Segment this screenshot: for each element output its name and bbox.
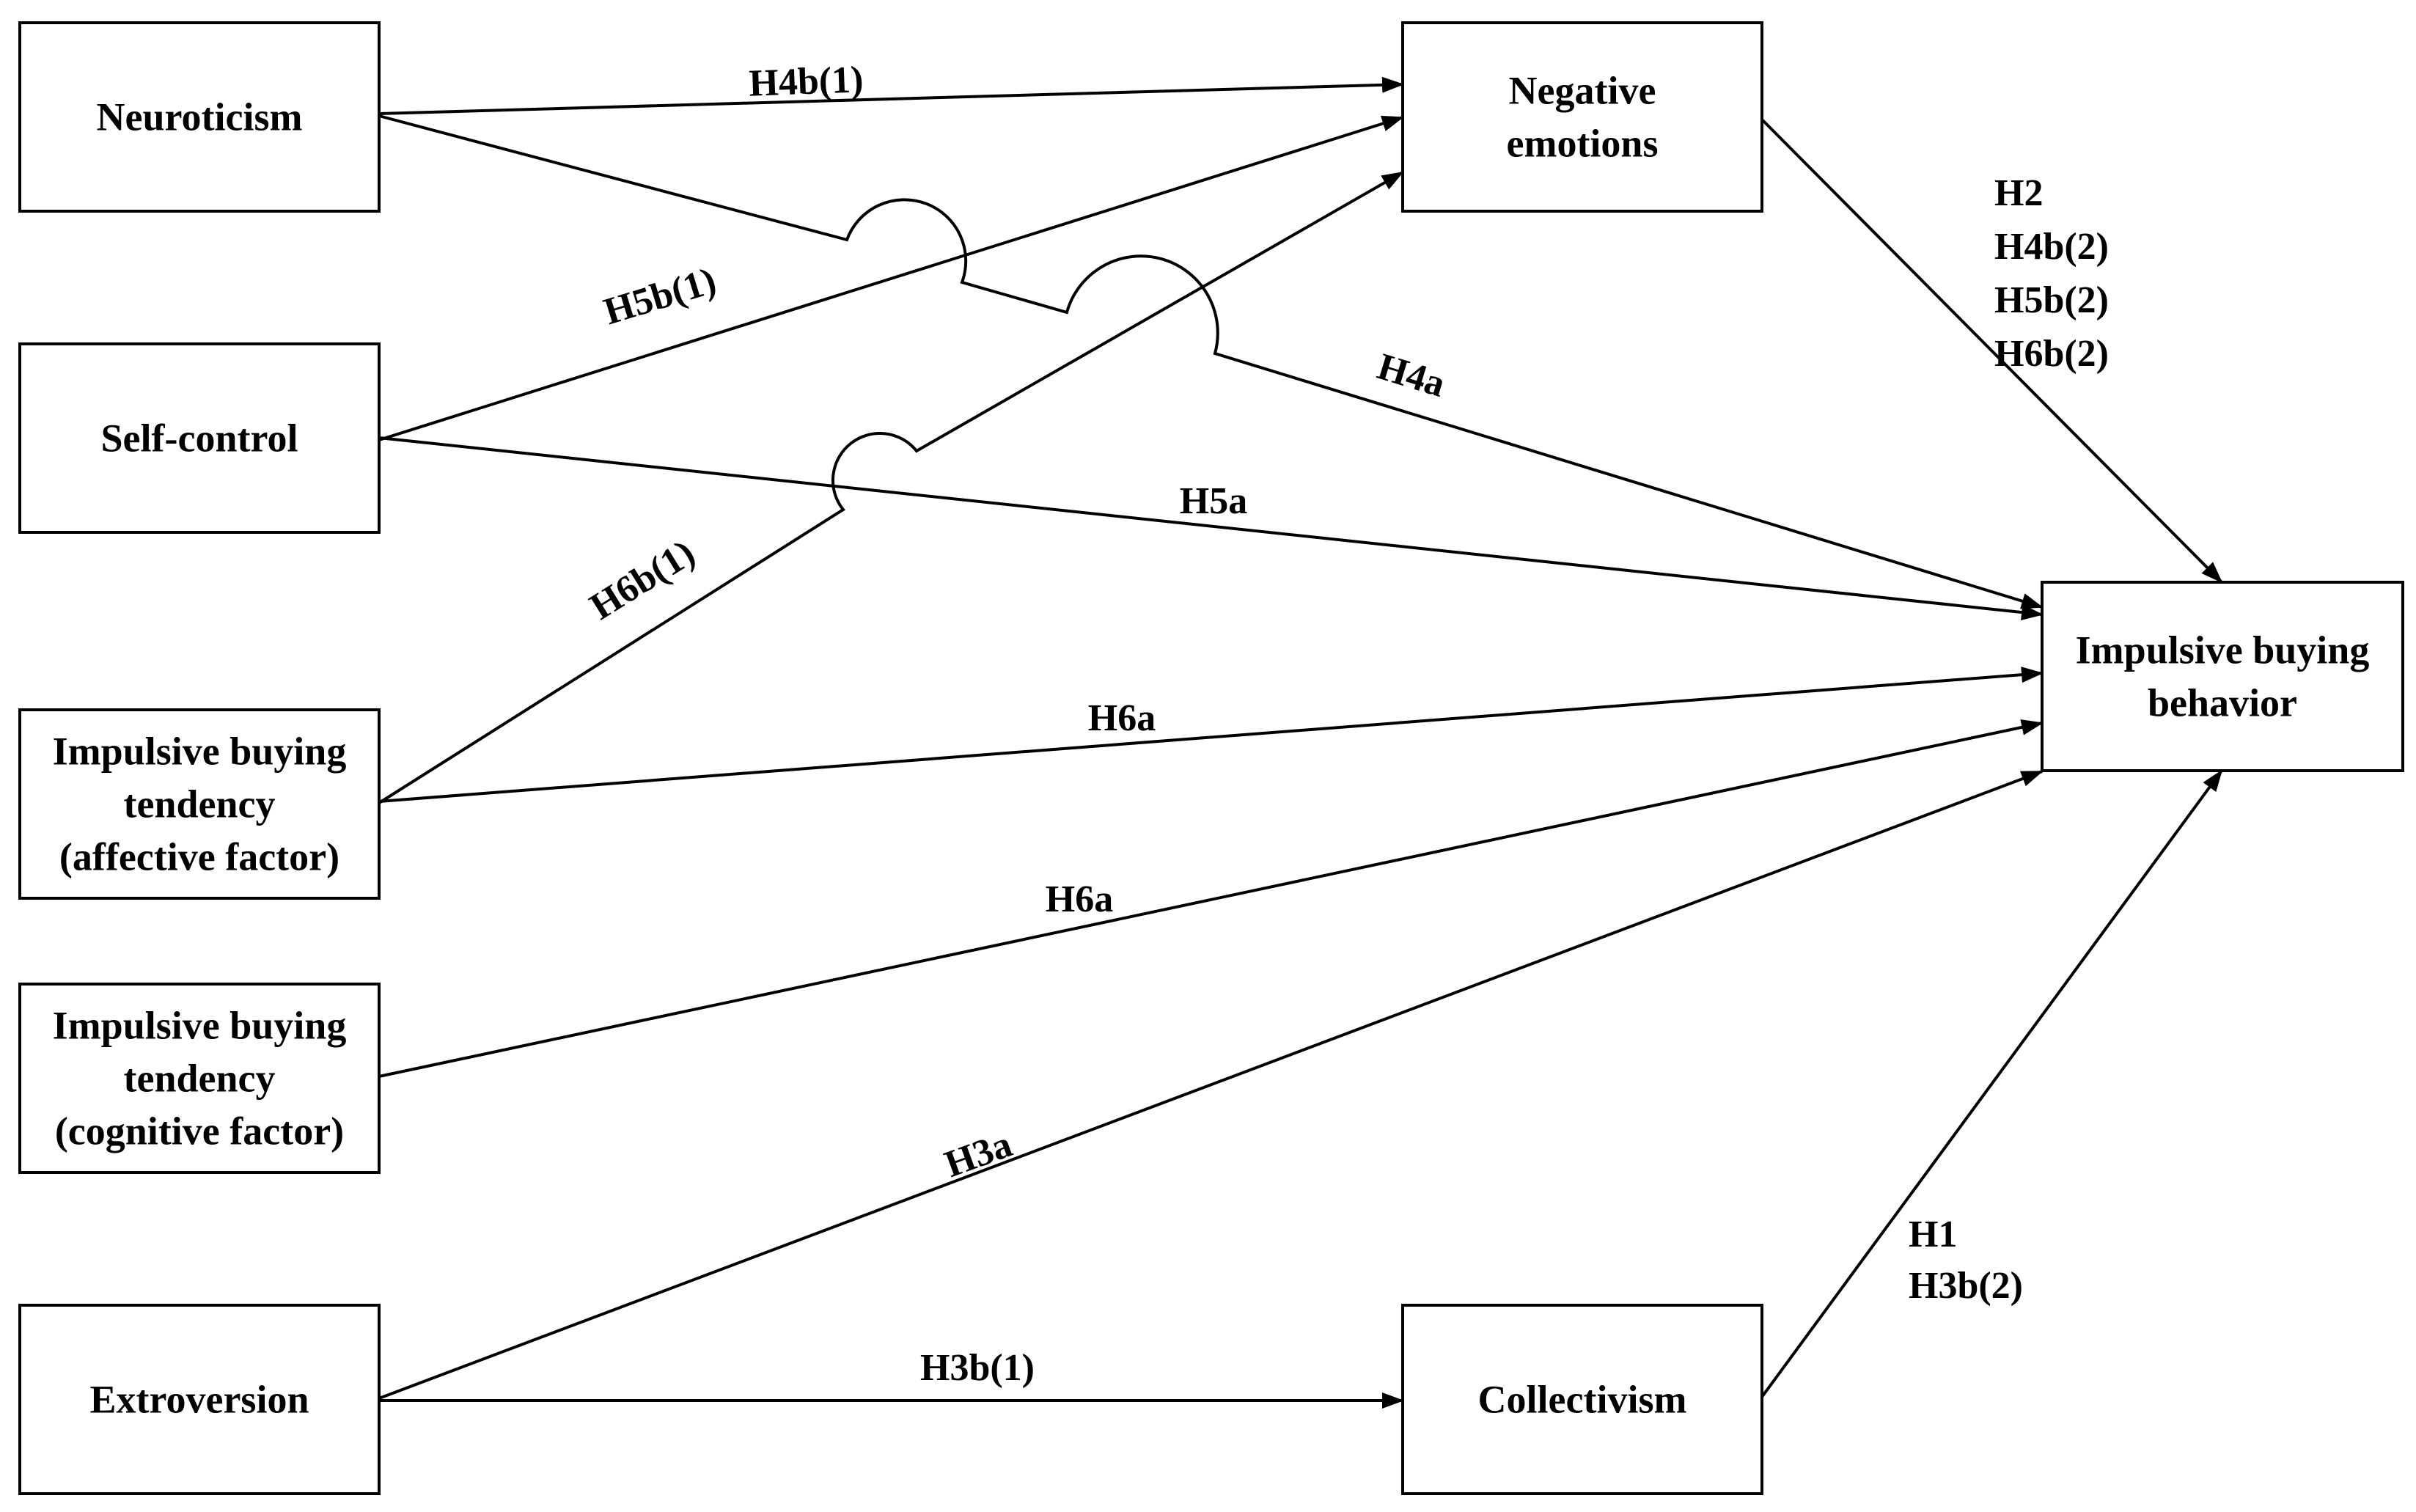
edge-negative-behavior <box>1760 118 2223 584</box>
node-label: emotions <box>1507 122 1659 166</box>
node-box <box>1401 21 1763 213</box>
node-box <box>18 21 381 213</box>
node-box <box>1401 1304 1763 1495</box>
node-self-control: Self-control <box>18 342 381 534</box>
edge-neuroticism-negative <box>378 76 1404 115</box>
edge-label-group-selfcontrol-negative: H5b(1) <box>599 260 721 333</box>
node-label: (affective factor) <box>59 835 339 879</box>
edge-label: H4a <box>1373 345 1450 405</box>
edge-label-group-selfcontrol-behavior: H5a <box>1180 480 1247 522</box>
edge-label: H6a <box>1046 878 1113 920</box>
node-ibt-affective: Impulsive buying tendency (affective facto… <box>18 708 381 900</box>
node-label: Extroversion <box>90 1378 309 1422</box>
node-ibt-cognitive: Impulsive buying tendency (cognitive facto… <box>18 983 381 1174</box>
node-label: Self-control <box>101 416 298 460</box>
node-box <box>18 708 381 900</box>
edge-label: H3a <box>939 1123 1017 1186</box>
edge-label-group-extroversion-collectivism: H3b(1) <box>920 1347 1035 1389</box>
node-collectivism: Collectivism <box>1401 1304 1763 1495</box>
node-extroversion: Extroversion <box>18 1304 381 1495</box>
edge-affective-behavior <box>378 667 2044 803</box>
edge-neuroticism-behavior <box>378 114 2044 609</box>
edge-label: H3b(2) <box>1909 1265 2023 1307</box>
edge-label: H6b(1) <box>583 532 702 628</box>
node-label: Impulsive buying <box>53 730 347 774</box>
edge-label: H5b(2) <box>1994 279 2109 321</box>
edge-label-group-cognitive-behavior: H6a <box>1046 878 1113 920</box>
edge-label: H2 <box>1994 172 2043 214</box>
node-label: Impulsive buying <box>2076 628 2370 672</box>
edge-cognitive-behavior <box>378 719 2044 1078</box>
edge-label: H6b(2) <box>1994 333 2109 375</box>
node-impulsive-buying-behavior: Impulsive buying behavior <box>2041 581 2404 772</box>
node-label: Collectivism <box>1478 1378 1687 1422</box>
edge-label: H6a <box>1088 697 1156 739</box>
edge-label-group-extroversion-behavior: H3a <box>939 1123 1017 1186</box>
edge-label: H3b(1) <box>920 1347 1035 1389</box>
node-label: Neuroticism <box>97 95 303 139</box>
node-box <box>18 342 381 534</box>
edge-label-group-neuroticism-behavior: H4a <box>1373 345 1450 405</box>
edge-label: H5b(1) <box>599 260 721 333</box>
node-negative-emotions: Negative emotions <box>1401 21 1763 213</box>
edge-collectivism-behavior <box>1760 769 2223 1398</box>
edge-label: H4b(1) <box>748 59 864 104</box>
edge-selfcontrol-behavior <box>378 436 2044 620</box>
edge-label: H4b(2) <box>1994 226 2109 268</box>
node-box <box>18 983 381 1174</box>
node-label: (cognitive factor) <box>55 1109 344 1153</box>
node-label: Impulsive buying <box>53 1004 347 1048</box>
edge-label: H1 <box>1909 1214 1957 1255</box>
node-box <box>18 1304 381 1495</box>
edge-label-group-neuroticism-negative: H4b(1) <box>748 59 864 104</box>
edge-label: H5a <box>1180 480 1247 522</box>
edge-affective-negative <box>378 171 1404 804</box>
node-label: behavior <box>2148 681 2297 725</box>
node-label: tendency <box>124 1057 276 1101</box>
node-neuroticism: Neuroticism <box>18 21 381 213</box>
node-box <box>2041 581 2404 772</box>
node-label: Negative <box>1509 69 1656 113</box>
edge-extroversion-behavior <box>378 770 2044 1400</box>
node-label: tendency <box>124 782 276 826</box>
edge-selfcontrol-negative <box>378 115 1404 441</box>
edge-label-group-affective-negative: H6b(1) <box>583 532 702 628</box>
edge-label-group-affective-behavior: H6a <box>1088 697 1156 739</box>
